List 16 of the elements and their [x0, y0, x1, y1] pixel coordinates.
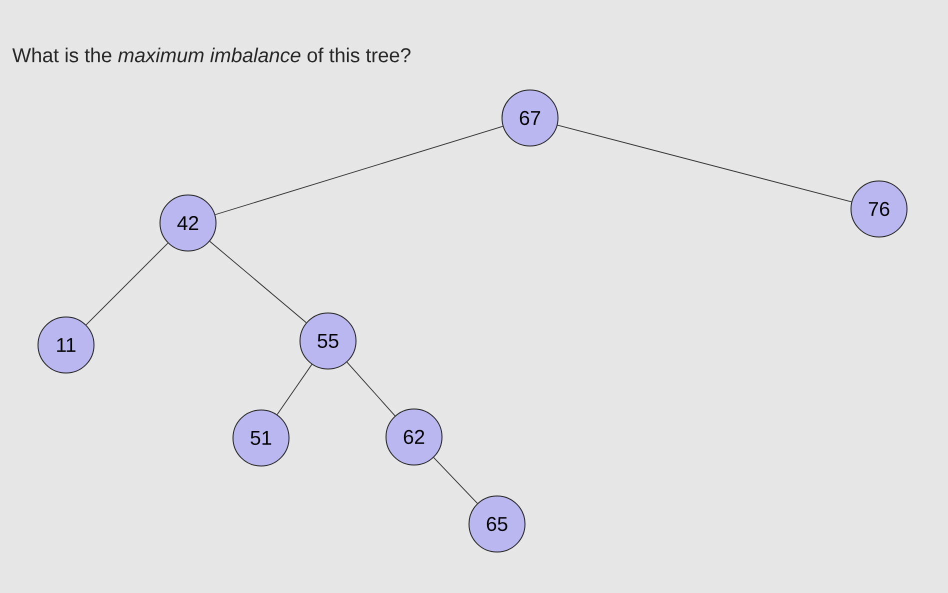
tree-edge	[433, 457, 478, 504]
tree-node: 76	[850, 180, 908, 238]
tree-node: 51	[232, 410, 290, 466]
tree-node: 65	[468, 496, 526, 552]
tree-edge	[346, 362, 396, 416]
tree-edge	[86, 242, 168, 326]
tree-node: 55	[300, 312, 356, 370]
tree-node: 62	[386, 408, 442, 466]
tree-edge	[276, 364, 312, 415]
tree-edge	[214, 126, 504, 216]
tree-node: 67	[502, 90, 558, 146]
tree-node: 42	[160, 194, 216, 252]
tree-node: 11	[38, 316, 94, 374]
tree-edge	[557, 124, 852, 202]
question-text: What is the maximum imbalance of this tree?	[12, 48, 410, 62]
tree-edge	[209, 240, 307, 324]
